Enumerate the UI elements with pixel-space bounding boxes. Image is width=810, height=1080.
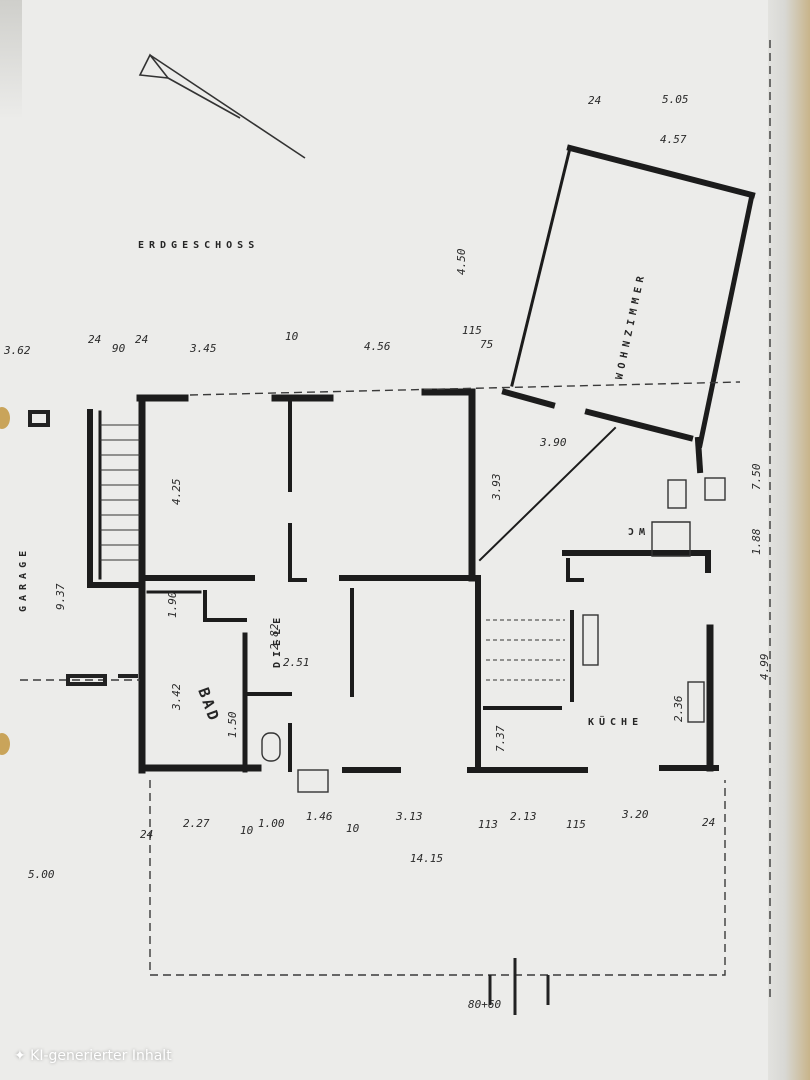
dim-entrance: 80+60: [468, 998, 501, 1011]
dim-top-2: 90: [112, 342, 126, 355]
dim-bottom-4: 113: [478, 818, 498, 831]
dim-bottom-small-0: 24: [140, 828, 153, 841]
dim-bottom-2: 1.46: [306, 810, 333, 823]
dim-right-2: 1.88: [750, 528, 763, 555]
dim-top-4: 3.45: [189, 342, 217, 355]
dim-bottom-5: 2.13: [510, 810, 537, 823]
dim-top-3: 24: [135, 333, 148, 346]
punch-hole-bottom: [0, 733, 10, 755]
dim-room-3: 2.82: [268, 623, 281, 650]
stairs-icon: [100, 424, 565, 681]
dim-wz-top-1: 5.05: [662, 93, 689, 106]
dim-top-1: 24: [88, 333, 101, 346]
dim-room-7: 7.37: [494, 725, 507, 752]
garage-wall: [28, 410, 138, 686]
dim-top-5: 10: [285, 330, 299, 343]
fixtures: [261, 477, 726, 793]
room-garage: GARAGE: [18, 546, 29, 612]
punch-hole-top: [0, 407, 10, 429]
north-arrow-icon: [138, 53, 306, 159]
dim-room-6: 1.90: [166, 591, 179, 618]
dim-bottom-7: 3.20: [621, 808, 649, 821]
dim-wz-bottom: 3.90: [539, 436, 567, 449]
dim-bottom-0: 2.27: [183, 817, 210, 830]
dim-right-0: 7.50: [750, 463, 763, 490]
dim-room-2: 3.42: [170, 683, 183, 711]
paper-edge: [768, 0, 810, 1080]
dim-bottom-small-1: 10: [240, 824, 254, 837]
dim-bottom-1: 1.00: [258, 817, 285, 830]
dim-room-8: 2.36: [672, 695, 685, 722]
entrance-steps: [488, 958, 550, 1015]
dim-room-5: 1.50: [226, 711, 239, 738]
dim-top-8: 75: [480, 338, 493, 351]
walls: [87, 144, 756, 774]
dim-top-7: 115: [462, 324, 482, 337]
room-wohnzimmer: WOHNZIMMER: [614, 271, 648, 381]
dashed-outline: [20, 40, 771, 1000]
dim-wz-side: 4.50: [455, 248, 468, 275]
room-wc: WC: [623, 525, 645, 536]
paper-sheet: [0, 0, 790, 1080]
room-diele: DIELE: [272, 613, 283, 668]
dim-room-4: 2.51: [283, 656, 310, 669]
dim-right-1: 4.99: [758, 654, 771, 681]
dim-bottom-3: 3.13: [395, 810, 423, 823]
dim-garage-depth: 9.37: [54, 583, 67, 610]
dim-wz-top-2: 4.57: [660, 133, 687, 146]
dim-bottom-6: 115: [566, 818, 586, 831]
dim-wz-top-0: 24: [588, 94, 601, 107]
room-kueche: KÜCHE: [588, 714, 643, 728]
dim-top-6: 4.56: [364, 340, 391, 353]
dim-room-1: 3.93: [490, 474, 503, 502]
plan-title: ERDGESCHOSS: [138, 240, 259, 251]
dim-garage-width: 5.00: [28, 868, 55, 881]
room-bad: BAD: [194, 685, 223, 725]
dim-top-0: 3.62: [3, 344, 31, 357]
dim-total-width: 14.15: [410, 852, 443, 865]
dim-bottom-small-2: 10: [346, 822, 360, 835]
dim-room-0: 4.25: [170, 479, 183, 506]
paper-shadow: [0, 0, 22, 120]
dim-bottom-small-3: 24: [702, 816, 715, 829]
ai-generated-badge: ✦ KI-generierter Inhalt: [14, 1048, 172, 1064]
